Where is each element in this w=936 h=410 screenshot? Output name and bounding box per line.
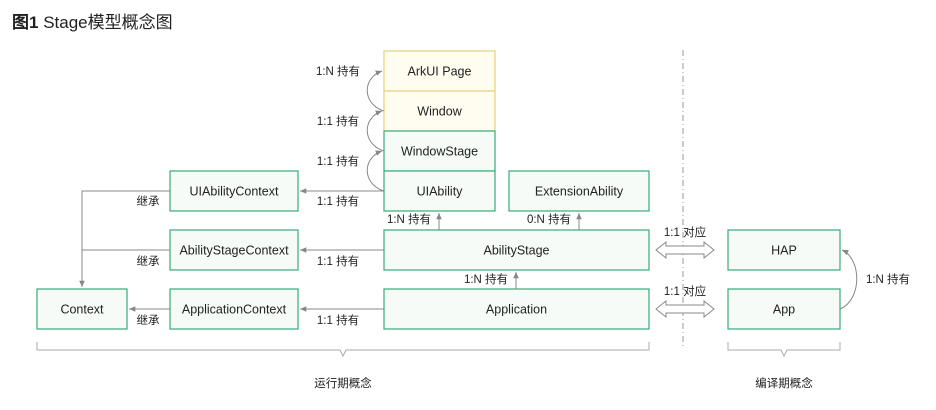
brace-compile (727, 342, 841, 358)
section-compile-label: 编译期概念 (755, 376, 813, 390)
figure-number: 图1 (12, 13, 39, 32)
box-arkui-page: ArkUI Page (383, 50, 496, 92)
box-abilitystage-context: AbilityStageContext (169, 229, 299, 271)
label-uiability-context: 1:1 持有 (317, 194, 359, 208)
label-page-window: 1:N 持有 (316, 64, 360, 78)
section-runtime-label: 运行期概念 (314, 376, 372, 390)
box-window-label: Window (417, 105, 462, 119)
label-app-hap: 1:N 持有 (866, 272, 910, 286)
label-application-context: 1:1 持有 (317, 313, 359, 327)
box-uiability-context-label: UIAbilityContext (190, 185, 279, 199)
box-abilitystage-context-label: AbilityStageContext (179, 244, 289, 258)
box-window-stage: WindowStage (383, 130, 496, 172)
label-abilitystage-uiability: 1:N 持有 (387, 212, 431, 226)
box-application: Application (383, 288, 650, 330)
label-windowstage-uiability: 1:1 持有 (317, 154, 359, 168)
arrow-app-to-hap (839, 249, 858, 310)
double-arrow-application-app (655, 299, 715, 319)
box-extension-ability-label: ExtensionAbility (535, 185, 624, 199)
box-context-label: Context (60, 303, 104, 317)
box-hap-label: HAP (771, 244, 797, 258)
box-extension-ability: ExtensionAbility (508, 170, 650, 212)
label-abilitystage-extension: 0:N 持有 (527, 212, 571, 226)
label-map-app: 1:1 对应 (664, 284, 706, 298)
box-app-label: App (773, 303, 795, 317)
box-ability-stage-label: AbilityStage (483, 244, 549, 258)
box-window: Window (383, 90, 496, 132)
label-inherit-2: 继承 (137, 255, 160, 268)
box-uiability: UIAbility (383, 170, 496, 212)
box-app: App (727, 288, 841, 330)
inherit-line-uiability-context (79, 190, 170, 287)
figure-title-text: Stage模型概念图 (43, 13, 173, 32)
label-abilitystage-context: 1:1 持有 (317, 254, 359, 268)
label-inherit-1: 继承 (137, 195, 160, 208)
label-inherit-3: 继承 (137, 314, 160, 327)
box-application-context-label: ApplicationContext (182, 303, 287, 317)
box-hap: HAP (727, 229, 841, 271)
double-arrow-abilitystage-hap (655, 240, 715, 260)
label-window-windowstage: 1:1 持有 (317, 114, 359, 128)
label-map-hap: 1:1 对应 (664, 225, 706, 239)
figure-title: 图1 Stage模型概念图 (12, 8, 173, 33)
box-uiability-context: UIAbilityContext (169, 170, 299, 212)
arrow-windowstage-to-window (366, 110, 385, 152)
box-uiability-label: UIAbility (417, 185, 464, 199)
box-window-stage-label: WindowStage (401, 145, 478, 159)
arrow-uiability-to-windowstage (366, 150, 385, 192)
arrow-window-to-arkui-page (366, 70, 385, 112)
label-application-abilitystage: 1:N 持有 (464, 272, 508, 286)
box-arkui-page-label: ArkUI Page (408, 65, 472, 79)
box-context: Context (36, 288, 128, 330)
box-application-label: Application (486, 303, 547, 317)
brace-runtime (36, 342, 650, 358)
box-application-context: ApplicationContext (169, 288, 299, 330)
box-ability-stage: AbilityStage (383, 229, 650, 271)
